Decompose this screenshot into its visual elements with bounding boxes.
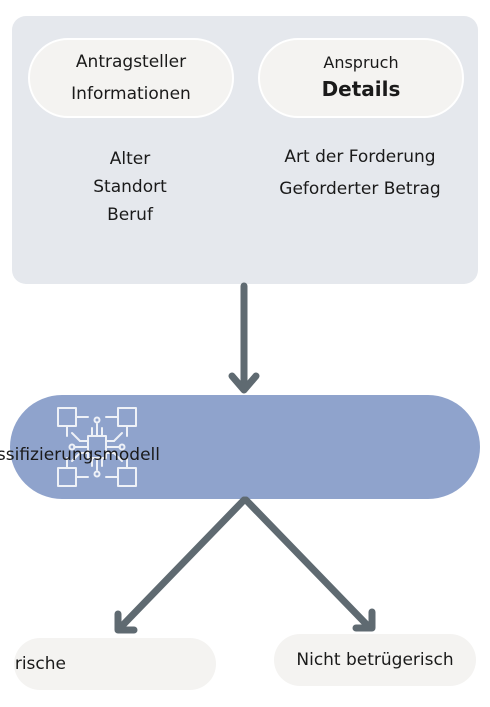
model-label-text: Klassifizierungsmodell (0, 445, 160, 465)
arrow-to-model (228, 282, 260, 394)
arrow-to-not-fraud (242, 496, 376, 632)
applicant-info-pill: Antragsteller Informationen (28, 38, 234, 118)
claim-details-pill: Anspruch Details (258, 38, 464, 118)
output-not-fraudulent: Nicht betrügerisch (274, 634, 476, 686)
model-label: Klassifizierungsmodell (0, 445, 160, 465)
field-claim-type: Art der Forderung (284, 147, 436, 167)
output-fraudulent-label: Betrügerische (14, 654, 66, 674)
applicant-title-line1: Antragsteller (75, 52, 187, 72)
field-location: Standort (93, 177, 167, 197)
circuit-icon (57, 407, 137, 487)
claim-title-line2: Details (321, 77, 401, 101)
arrow-to-fraud (114, 496, 248, 634)
applicant-fields: Alter Standort Beruf (60, 145, 200, 229)
claim-fields: Art der Forderung Geforderter Betrag (262, 141, 458, 205)
field-age: Alter (109, 149, 151, 169)
field-occupation: Beruf (107, 205, 153, 225)
output-not-fraudulent-label: Nicht betrügerisch (296, 650, 454, 670)
applicant-title-line2: Informationen (71, 84, 191, 104)
claim-title-line1: Anspruch (323, 53, 399, 72)
output-fraudulent: Betrügerische (14, 638, 216, 690)
field-claim-amount: Geforderter Betrag (279, 179, 441, 199)
